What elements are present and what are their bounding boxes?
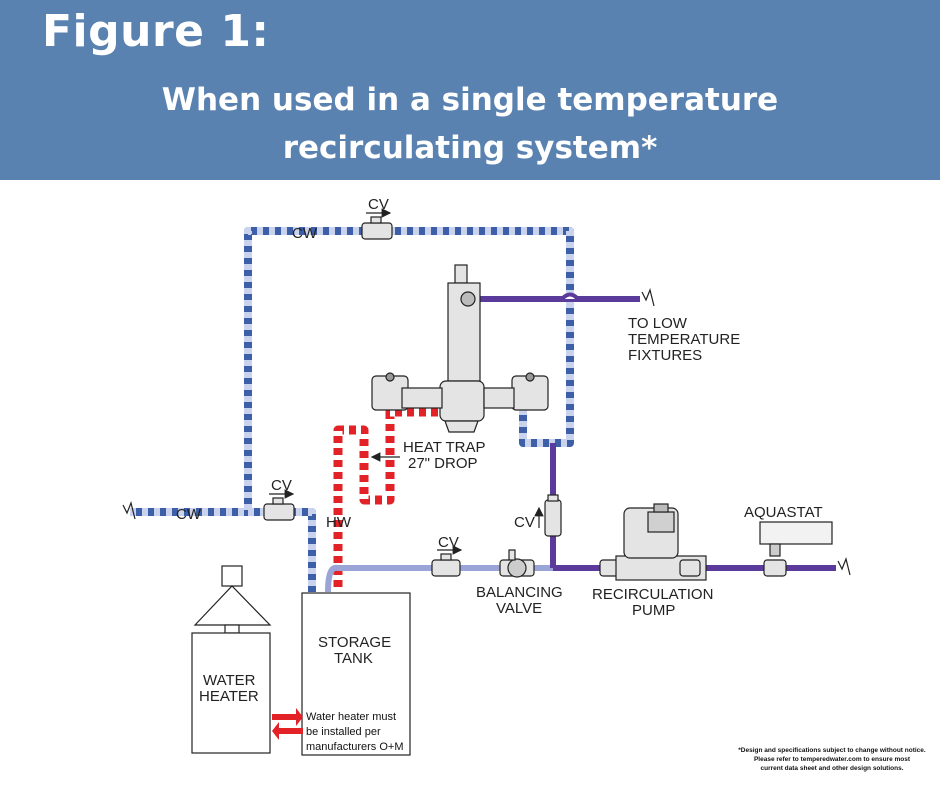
- footnote-line2: Please refer to temperedwater.com to ens…: [754, 756, 911, 763]
- recirculation-pump: [599, 503, 707, 581]
- water-heater-label-line2: HEATER: [199, 688, 259, 705]
- installation-note-line1: Water heater must: [306, 711, 396, 723]
- cw-top-label: CW: [292, 225, 318, 242]
- cold-water-pipe: [130, 227, 574, 592]
- footnote-line3: current data sheet and other design solu…: [760, 765, 903, 772]
- heat-trap-label-line2: 27" DROP: [408, 455, 478, 472]
- cv-vertical-label: CV: [514, 514, 535, 531]
- aquastat: [759, 521, 833, 577]
- hot-water-pipe: [333, 407, 440, 592]
- figure-subtitle-line1: When used in a single temperature: [161, 82, 779, 118]
- footnote-line1: *Design and specifications subject to ch…: [738, 747, 926, 754]
- balancing-valve-label-line2: VALVE: [496, 600, 542, 617]
- figure-subtitle-line2: recirculating system*: [282, 130, 658, 166]
- heat-trap-label-line1: HEAT TRAP: [403, 439, 486, 456]
- check-valve-vertical: [534, 494, 562, 537]
- balancing-valve: [499, 549, 535, 578]
- hw-label: HW: [326, 514, 352, 531]
- recirculation-pump-label-line2: PUMP: [632, 602, 675, 619]
- header-banner: Figure 1: When used in a single temperat…: [0, 0, 940, 180]
- cw-left-label: CW: [176, 506, 202, 523]
- storage-tank-label-line1: STORAGE: [318, 634, 391, 651]
- check-valve-left: [263, 489, 295, 521]
- check-valve-mid: [431, 545, 463, 577]
- mixing-valve: [371, 264, 549, 433]
- check-valve-top: [361, 208, 393, 240]
- cv-top-label: CV: [368, 196, 389, 213]
- figure-title: Figure 1:: [42, 6, 270, 57]
- to-low-label-line2: TEMPERATURE: [628, 331, 740, 348]
- water-heater: [191, 565, 272, 754]
- to-low-label-line3: FIXTURES: [628, 347, 702, 364]
- to-low-label-line1: TO LOW: [628, 315, 688, 332]
- storage-tank-label-line2: TANK: [334, 650, 373, 667]
- installation-note-line2: be installed per: [306, 726, 381, 738]
- water-heater-label-line1: WATER: [203, 672, 256, 689]
- exchange-arrows-icon: [272, 708, 303, 740]
- cv-mid-label: CV: [438, 534, 459, 551]
- return-pipe: [325, 564, 836, 593]
- storage-tank: [301, 592, 411, 756]
- cv-left-label: CV: [271, 477, 292, 494]
- recirculation-pump-label-line1: RECIRCULATION: [592, 586, 713, 603]
- balancing-valve-label-line1: BALANCING: [476, 584, 563, 601]
- aquastat-label: AQUASTAT: [744, 504, 823, 521]
- piping-diagram: CV CW TO LOW TEMPERATURE FIXTURES HEAT T…: [122, 196, 926, 772]
- installation-note-line3: manufacturers O+M: [306, 741, 404, 753]
